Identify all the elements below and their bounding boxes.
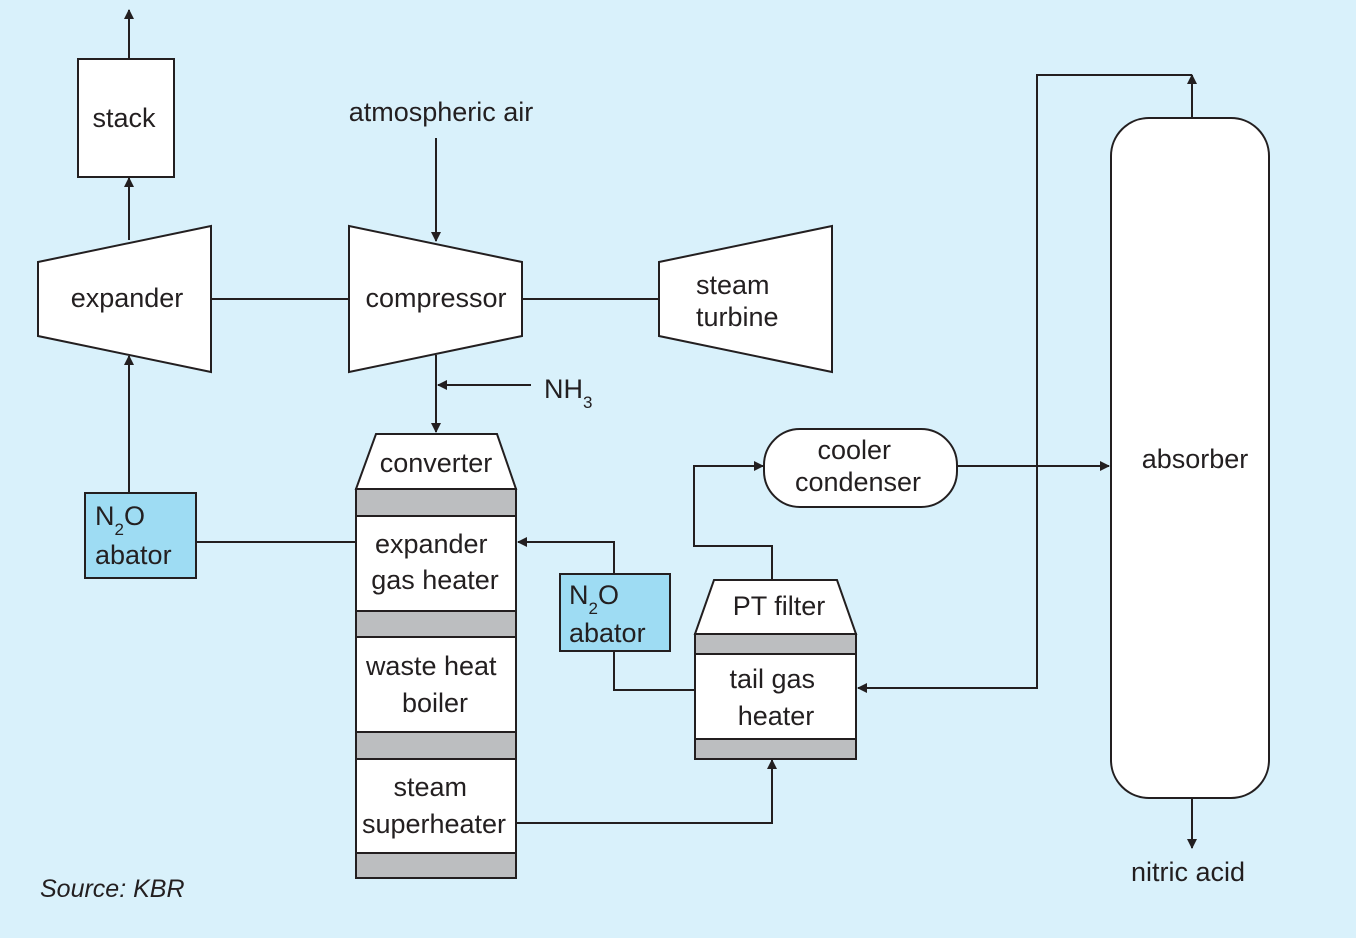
nitric-acid-label: nitric acid (1131, 857, 1245, 887)
expander-gas-heater-line-1: expander (375, 529, 488, 559)
absorber: absorber (1110, 117, 1270, 799)
steam-turbine-label: steam turbine (696, 270, 779, 332)
pt-filter-label: PT filter (733, 591, 826, 621)
expander: expander (37, 224, 212, 374)
pt-filter-to-cooler-arrow (693, 461, 773, 580)
cooler-condenser-line-1: cooler (817, 435, 891, 465)
n2o-abator-left-line-2: abator (95, 540, 172, 570)
tail-gas-heater-line-2: heater (738, 701, 815, 731)
steam-turbine-line-1: steam (696, 270, 770, 300)
n2o-abator-left-line-1: N2O (95, 501, 145, 539)
pt-filter-band-2 (694, 738, 857, 760)
absorber-to-tail-gas-heater-arrow (857, 74, 1192, 693)
converter-band-1 (355, 488, 517, 517)
compressor-shape (348, 224, 523, 374)
tail-gas-heater-label: tail gas heater (729, 664, 822, 731)
steam-turbine: steam turbine (658, 224, 833, 374)
converter-band-3 (355, 731, 517, 760)
n2o-abator-left-box (84, 492, 197, 579)
nh3-base: NH (544, 374, 583, 404)
expander-gas-heater-box (355, 515, 517, 612)
absorber-column (1110, 117, 1270, 799)
cooler-condenser-label: cooler condenser (795, 435, 921, 497)
n2o-left-n: N (95, 501, 115, 531)
pt-filter-train: PT filter tail gas heater (693, 579, 858, 760)
source-credit: Source: KBR (40, 875, 185, 903)
tail-gas-heater-to-abator-line (613, 651, 695, 691)
n2o-left-o: O (124, 501, 145, 531)
cooler-condenser-box (763, 428, 958, 508)
stack-box (77, 58, 175, 178)
n2o-mid-o: O (598, 580, 619, 610)
converter-train: converter expander gas heater waste heat… (354, 433, 518, 879)
converter-label: converter (380, 448, 493, 478)
waste-heat-boiler-label: waste heat boiler (365, 651, 504, 718)
cooler-condenser-line-2: condenser (795, 467, 921, 497)
n2o-mid-n: N (569, 580, 589, 610)
waste-heat-boiler-line-2: boiler (402, 688, 468, 718)
expander-shape (37, 224, 212, 374)
expander-label: expander (71, 283, 184, 313)
converter-band-4 (355, 852, 517, 879)
n2o-mid-sub: 2 (589, 599, 598, 618)
compressor: compressor (348, 224, 523, 374)
compressor-label: compressor (365, 283, 506, 313)
n2o-abator-mid-line-1: N2O (569, 580, 619, 618)
steam-superheater-line-1: steam (393, 772, 467, 802)
expander-gas-heater-line-2: gas heater (371, 565, 499, 595)
stack-label: stack (92, 103, 156, 133)
n2o-abator-mid-box (559, 573, 671, 652)
tail-gas-heater-box (694, 653, 857, 740)
tail-gas-heater-line-1: tail gas (729, 664, 815, 694)
waste-heat-boiler-line-1: waste heat (365, 651, 497, 681)
superheater-to-tail-gas-heater-arrow (516, 759, 777, 824)
cooler-condenser: cooler condenser (763, 428, 958, 508)
absorber-label: absorber (1142, 444, 1249, 474)
steam-turbine-shape (658, 224, 833, 374)
nh3-subscript: 3 (583, 393, 592, 412)
steam-superheater-label: steam superheater (362, 772, 506, 839)
steam-superheater-box (355, 758, 517, 854)
atmospheric-air-label: atmospheric air (349, 97, 534, 127)
flow-lines (124, 9, 1197, 849)
converter-band-2 (355, 610, 517, 638)
steam-turbine-line-2: turbine (696, 302, 779, 332)
expander-gas-heater-label: expander gas heater (371, 529, 499, 595)
pt-filter-band-1 (694, 633, 857, 655)
n2o-abator-left: N2O abator (84, 492, 197, 579)
waste-heat-boiler-box (355, 636, 517, 733)
n2o-left-sub: 2 (115, 520, 124, 539)
abator-to-expander-gas-heater-arrow (517, 537, 615, 574)
n2o-abator-mid-line-2: abator (569, 618, 646, 648)
stack: stack (77, 58, 175, 178)
steam-superheater-line-2: superheater (362, 809, 506, 839)
nh3-label: NH3 (544, 374, 592, 412)
n2o-abator-mid: N2O abator (559, 573, 671, 652)
